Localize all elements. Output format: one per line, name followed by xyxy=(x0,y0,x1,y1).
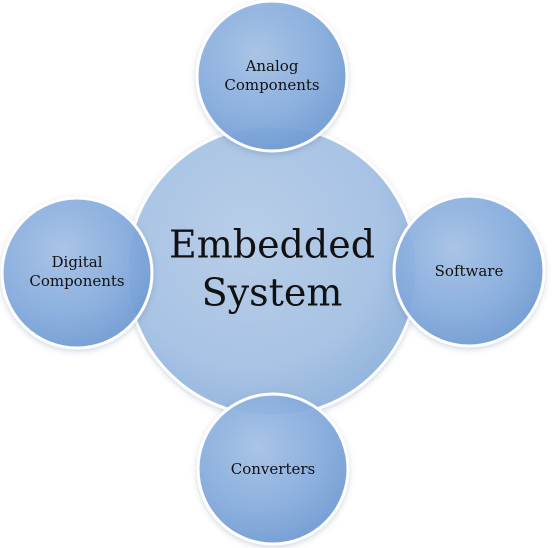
center-node: Embedded System xyxy=(125,124,419,418)
satellite-software: Software xyxy=(392,194,546,348)
satellite-circle-left xyxy=(0,196,154,350)
satellite-circle-right xyxy=(392,194,546,348)
satellite-right-label: Software xyxy=(435,262,504,280)
satellite-converters: Converters xyxy=(196,392,350,546)
satellite-analog-components: Analog Components xyxy=(195,0,349,153)
satellite-top-label-line-2: Components xyxy=(224,76,319,94)
center-label-line-1: Embedded xyxy=(169,223,375,267)
satellite-circle-bottom xyxy=(196,392,350,546)
satellite-top-label-line-1: Analog xyxy=(245,57,299,75)
satellite-left-label-line-1: Digital xyxy=(52,253,103,271)
satellite-circle-top xyxy=(195,0,349,153)
satellite-digital-components: Digital Components xyxy=(0,196,154,350)
satellite-left-label-line-2: Components xyxy=(29,272,124,290)
satellite-bottom-label: Converters xyxy=(231,460,315,478)
center-label-line-2: System xyxy=(202,271,343,315)
